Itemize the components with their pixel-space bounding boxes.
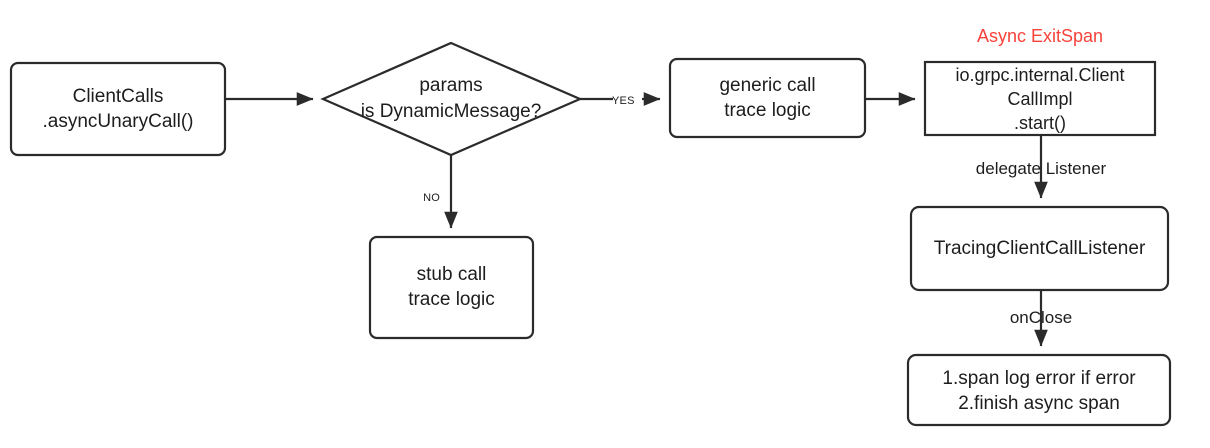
annotation-async-exit-span: Async ExitSpan bbox=[976, 26, 1104, 46]
node-client-calls-shape[interactable] bbox=[9, 61, 227, 157]
edge-label-delegate-listener: delegate Listener bbox=[975, 159, 1107, 178]
node-tracing-listener-shape[interactable] bbox=[909, 205, 1170, 292]
edge-label-no: NO bbox=[423, 192, 440, 204]
decision-line-1: params bbox=[419, 75, 483, 96]
decision-line-2: is DynamicMessage? bbox=[360, 101, 542, 122]
node-generic-call-shape[interactable] bbox=[668, 57, 867, 139]
node-on-close-actions-shape[interactable] bbox=[906, 353, 1172, 427]
edge-label-on-close: onClose bbox=[1009, 308, 1073, 327]
node-decision-label: params is DynamicMessage? bbox=[331, 73, 571, 125]
node-stub-call-shape[interactable] bbox=[368, 235, 535, 340]
node-client-call-impl-shape[interactable] bbox=[923, 60, 1157, 137]
edge-label-yes: YES bbox=[612, 95, 635, 107]
